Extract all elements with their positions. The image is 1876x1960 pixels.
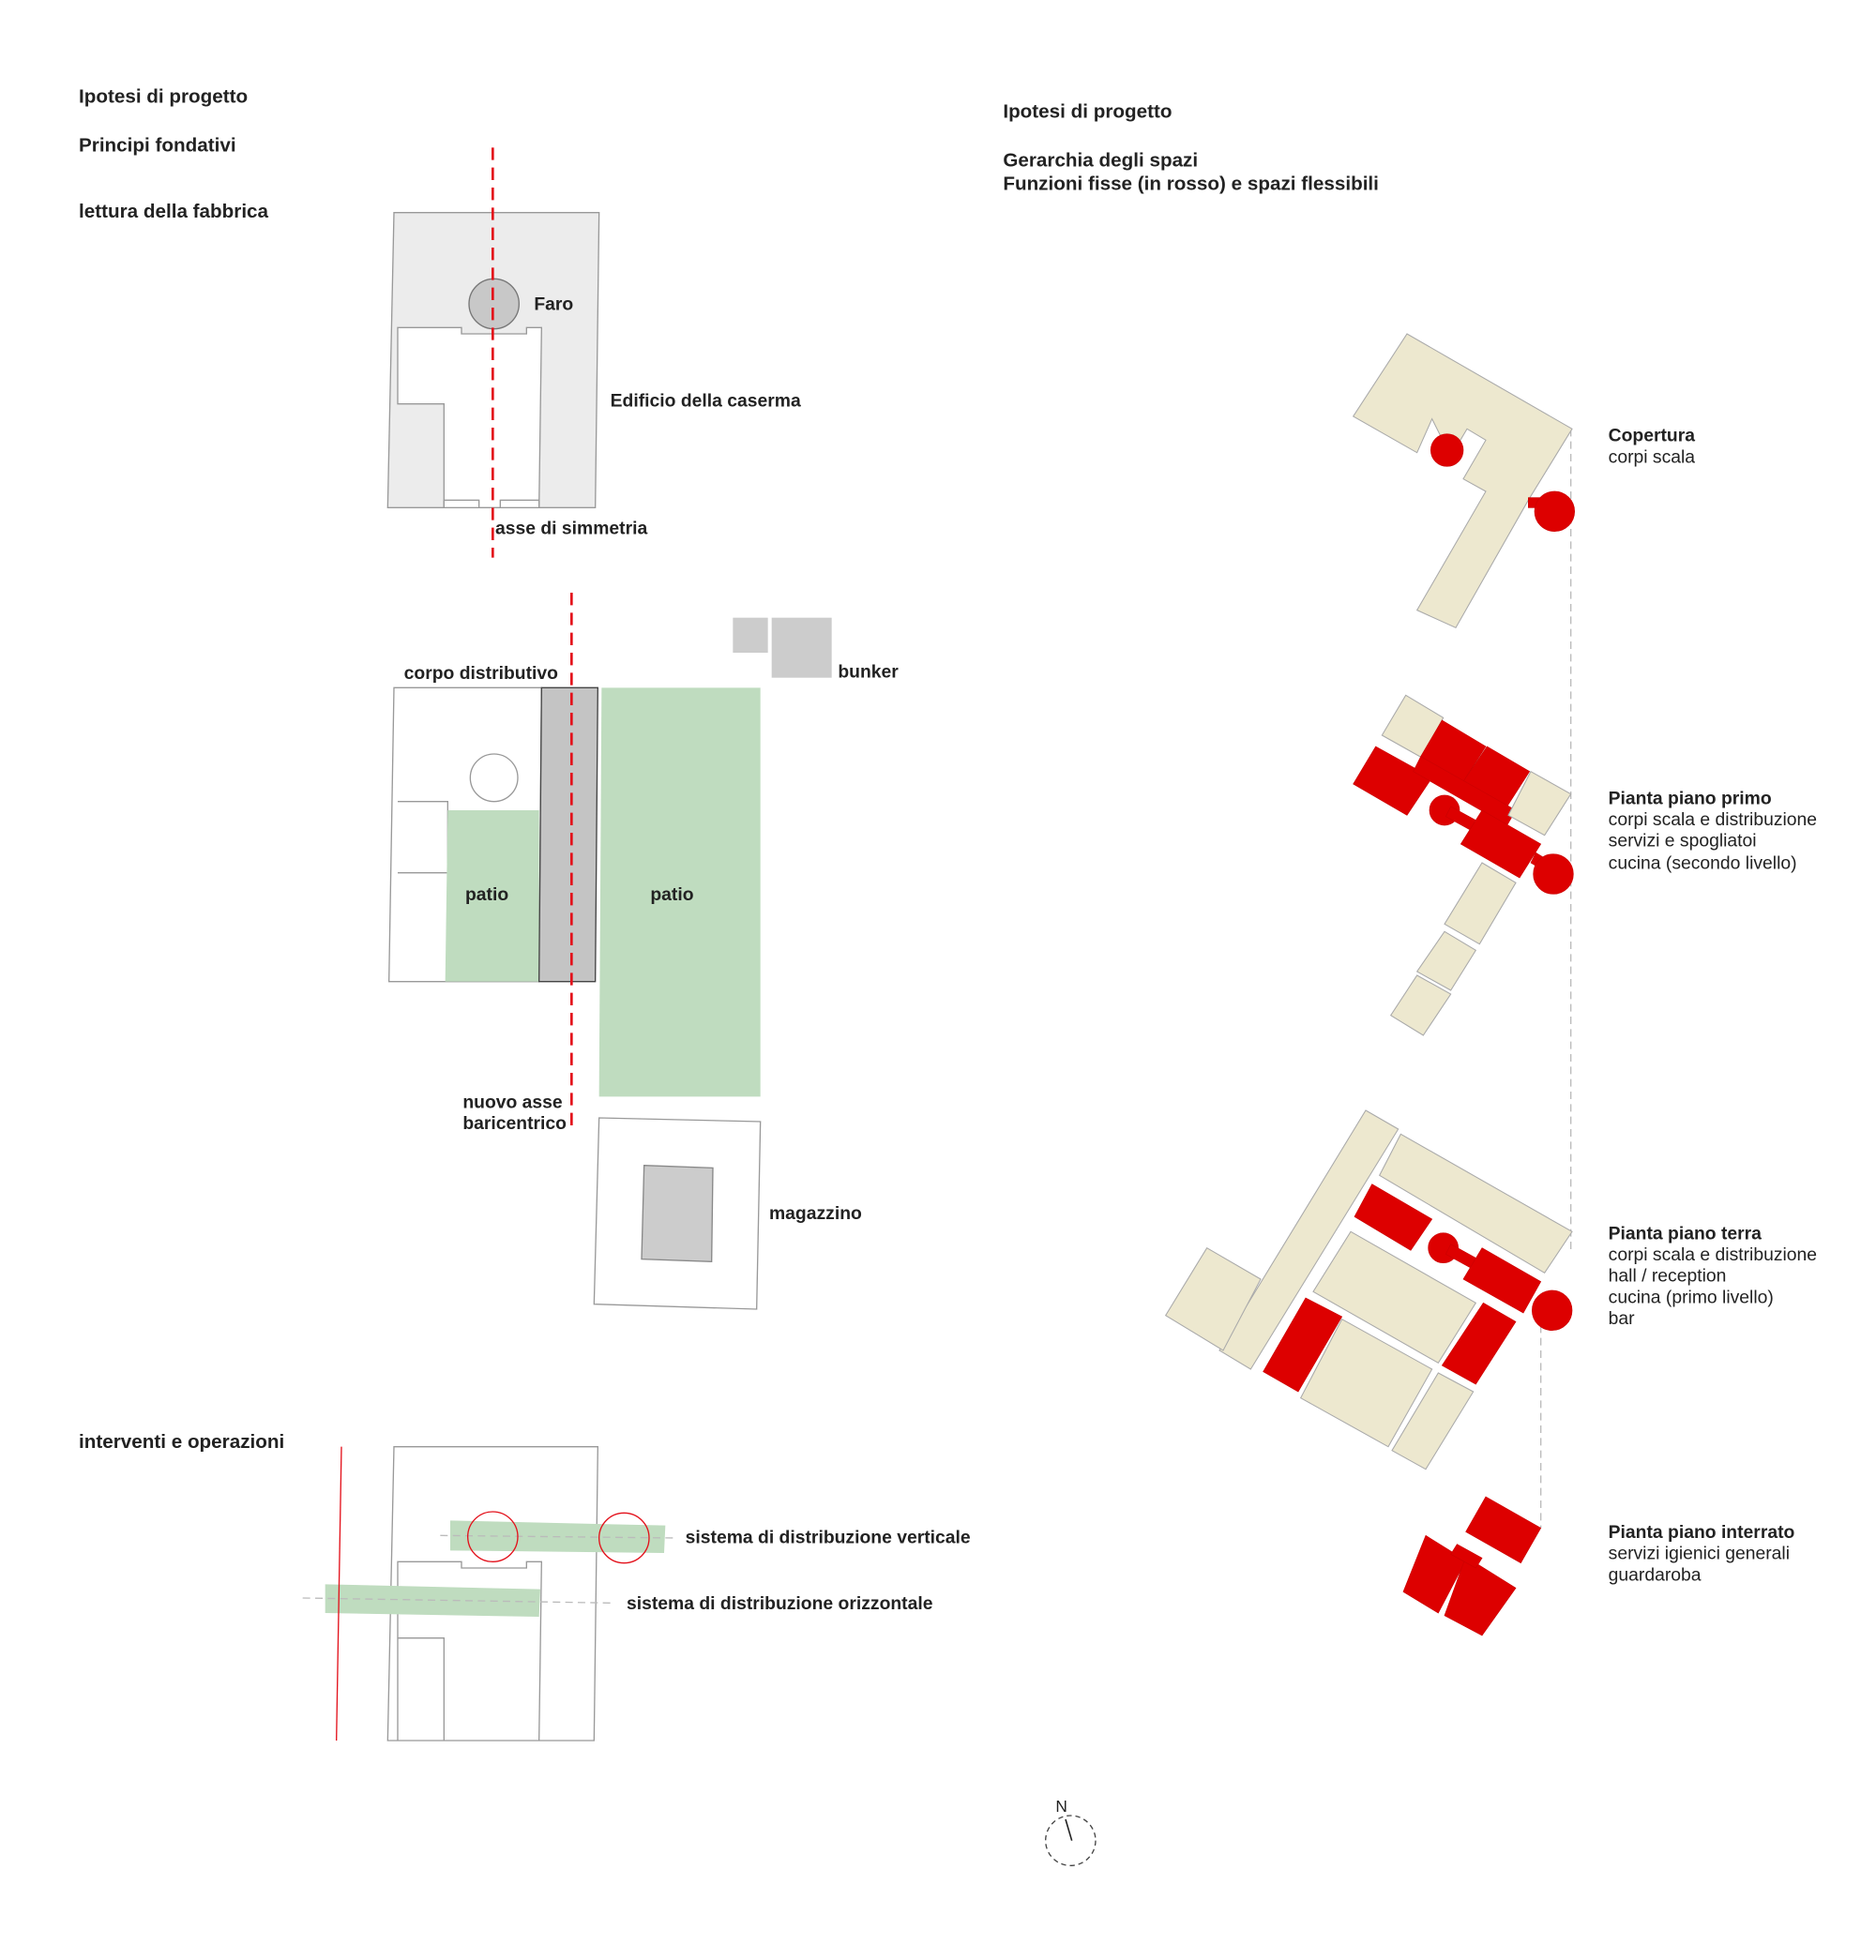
level-primo-name: Pianta piano primo <box>1609 789 1772 808</box>
north-compass-icon: N <box>1045 1797 1097 1866</box>
level-terra-item: bar <box>1609 1309 1635 1329</box>
plan-principles <box>387 593 832 1310</box>
label-corpo: corpo distributivo <box>404 664 558 684</box>
section-interventi: interventi e operazioni <box>79 1431 284 1453</box>
label-nuovo-asse: nuovo asse <box>462 1093 563 1112</box>
label-bunker: bunker <box>838 663 899 683</box>
plan-primo <box>1353 694 1574 1036</box>
level-primo-item: cucina (secondo livello) <box>1609 854 1797 874</box>
magazzino-block <box>641 1164 714 1263</box>
right-subtitle-2: Funzioni fisse (in rosso) e spazi flessi… <box>1003 173 1379 195</box>
plan-caserma <box>386 147 600 558</box>
label-faro: Faro <box>534 295 573 315</box>
plan-terra <box>1164 1109 1573 1470</box>
level-terra-item: corpi scala e distribuzione <box>1609 1245 1817 1265</box>
level-primo-item: servizi e spogliatoi <box>1609 832 1757 852</box>
level-copertura-item: corpi scala <box>1609 447 1696 467</box>
label-edificio: Edificio della caserma <box>611 391 801 411</box>
label-magazzino: magazzino <box>769 1204 862 1224</box>
level-interrato-name: Pianta piano interrato <box>1609 1523 1795 1543</box>
label-verticale: sistema di distribuzione verticale <box>686 1528 971 1547</box>
label-baricentrico: baricentrico <box>462 1114 567 1134</box>
label-patio-2: patio <box>650 885 693 905</box>
left-title: Ipotesi di progetto <box>79 85 248 107</box>
right-title: Ipotesi di progetto <box>1003 100 1172 122</box>
label-orizzontale: sistema di distribuzione orizzontale <box>627 1594 933 1614</box>
level-terra-item: cucina (primo livello) <box>1609 1288 1774 1307</box>
level-terra-item: hall / reception <box>1609 1267 1727 1287</box>
label-asse: asse di simmetria <box>495 519 647 538</box>
faro-circle <box>468 278 520 330</box>
level-copertura-name: Copertura <box>1609 427 1696 446</box>
level-terra-name: Pianta piano terra <box>1609 1224 1763 1244</box>
right-subtitle-1: Gerarchia degli spazi <box>1003 149 1198 171</box>
patio-small <box>445 810 539 982</box>
patio-large <box>598 687 761 1097</box>
bunker-small <box>733 617 768 653</box>
label-patio-1: patio <box>465 885 508 905</box>
bunker-large <box>771 617 832 678</box>
plan-copertura <box>1352 333 1575 629</box>
left-subtitle: Principi fondativi <box>79 134 236 156</box>
corpo-distributivo <box>537 686 599 983</box>
compass-label: N <box>1055 1797 1067 1816</box>
level-primo-item: corpi scala e distribuzione <box>1609 810 1817 830</box>
plan-interventi <box>302 1446 676 1741</box>
level-interrato-item: servizi igienici generali <box>1609 1545 1790 1564</box>
level-interrato-item: guardaroba <box>1609 1565 1702 1585</box>
plan-interrato <box>1402 1496 1542 1636</box>
section-lettura: lettura della fabbrica <box>79 201 269 222</box>
